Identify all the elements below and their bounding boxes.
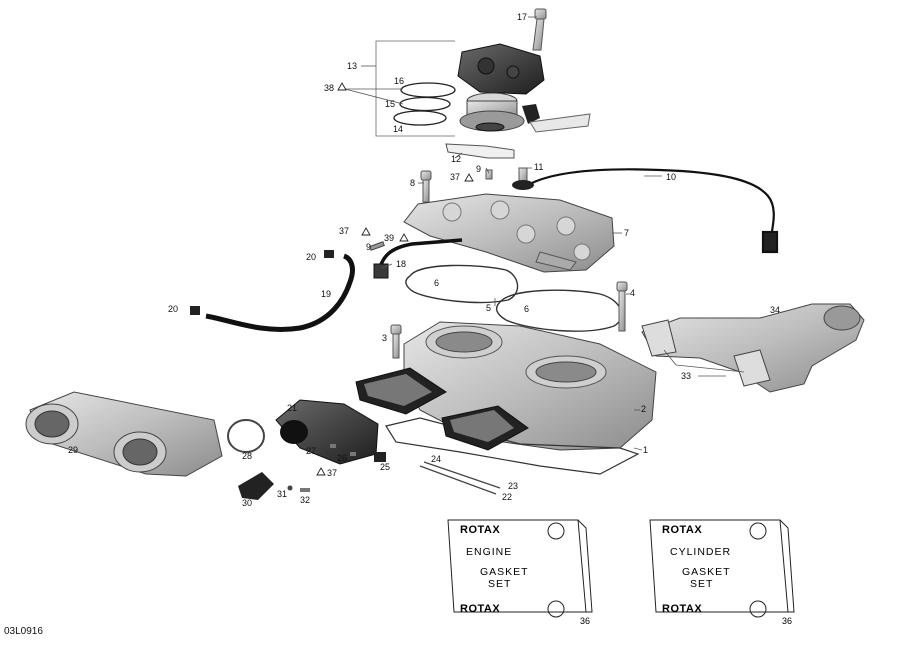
kit-line: CYLINDER xyxy=(670,546,732,558)
kit-line: SET xyxy=(488,578,512,590)
part-intake-21 xyxy=(275,399,379,465)
kit-brand: ROTAX xyxy=(662,603,703,615)
kit-line: ENGINE xyxy=(466,546,513,558)
leader-lines xyxy=(344,16,745,451)
callout-38: 38 xyxy=(324,83,334,93)
callout-21: 21 xyxy=(287,403,297,413)
part-sensor-30 xyxy=(238,444,386,500)
callout-13: 13 xyxy=(347,61,357,71)
callout-4: 4 xyxy=(630,288,635,298)
callout-14: 14 xyxy=(393,124,403,134)
callout-34: 34 xyxy=(770,305,780,315)
kit-line: GASKET xyxy=(682,566,731,578)
part-cable-10 xyxy=(531,168,779,254)
callout-36: 36 xyxy=(580,616,591,626)
part-head-gaskets-6 xyxy=(405,264,623,332)
part-valve-housing xyxy=(459,92,591,133)
callout-10: 10 xyxy=(666,172,676,182)
diagram-reference-code: 03L0916 xyxy=(4,626,43,637)
callout-23: 23 xyxy=(508,481,518,491)
gasket-kit-boxes xyxy=(447,519,795,618)
part-cover-13 xyxy=(457,43,545,95)
callout-24: 24 xyxy=(431,454,441,464)
callout-18: 18 xyxy=(396,259,406,269)
callout-2: 2 xyxy=(641,404,646,414)
callout-1: 1 xyxy=(643,445,648,455)
callout-27: 27 xyxy=(306,446,316,456)
callout-28: 28 xyxy=(242,451,252,461)
callout-33: 33 xyxy=(681,371,691,381)
part-throttle-body-29 xyxy=(25,391,223,477)
part-o-rings xyxy=(393,82,456,126)
kit-line: GASKET xyxy=(480,566,529,578)
callout-17: 17 xyxy=(517,12,527,22)
callout-25: 25 xyxy=(380,462,390,472)
callout-15: 15 xyxy=(385,99,395,109)
callout-9: 9 xyxy=(476,164,481,174)
callout-19: 19 xyxy=(321,289,331,299)
callout-32: 32 xyxy=(300,495,310,505)
kit-brand: ROTAX xyxy=(662,524,703,536)
part-bolt-8 xyxy=(420,170,432,203)
callout-22: 22 xyxy=(502,492,512,502)
part-sensor-11 xyxy=(485,167,534,190)
kit-brand: ROTAX xyxy=(460,524,501,536)
callout-6: 6 xyxy=(524,304,529,314)
callout-9: 9 xyxy=(366,242,371,252)
part-gasket-12 xyxy=(445,143,515,159)
callout-8: 8 xyxy=(410,178,415,188)
callout-36: 36 xyxy=(782,616,793,626)
kit-line: SET xyxy=(690,578,714,590)
callout-39: 39 xyxy=(384,233,394,243)
callout-37: 37 xyxy=(327,468,337,478)
callout-26: 26 xyxy=(337,453,347,463)
part-exhaust-manifold-34 xyxy=(641,303,865,393)
part-hose-19 xyxy=(190,250,355,332)
callout-labels: 17 13 16 38 15 14 12 9 11 37 8 10 37 39 … xyxy=(68,12,780,508)
callout-29: 29 xyxy=(68,445,78,455)
callout-12: 12 xyxy=(451,154,461,164)
callout-20: 20 xyxy=(306,252,316,262)
callout-3: 3 xyxy=(382,333,387,343)
callout-7: 7 xyxy=(624,228,629,238)
callout-31: 31 xyxy=(277,489,287,499)
kit-brand: ROTAX xyxy=(460,603,501,615)
part-cylinder-block-2 xyxy=(403,321,657,451)
callout-37: 37 xyxy=(339,226,349,236)
part-clamp-28 xyxy=(227,419,265,453)
part-rods-22-24 xyxy=(419,461,501,495)
callout-6: 6 xyxy=(434,278,439,288)
callout-37: 37 xyxy=(450,172,460,182)
callout-5: 5 xyxy=(486,303,491,313)
callout-16: 16 xyxy=(394,76,404,86)
callout-11: 11 xyxy=(534,162,543,172)
part-stud-bolts xyxy=(390,281,628,359)
part-cylinder-head-7 xyxy=(403,193,615,273)
callout-20: 20 xyxy=(168,304,178,314)
callout-30: 30 xyxy=(242,498,252,508)
part-hose-18 xyxy=(369,238,463,279)
assembly-bracket-13 xyxy=(375,40,455,137)
caution-icons xyxy=(316,82,474,476)
part-reed-valves xyxy=(355,367,529,451)
part-bolt-17 xyxy=(532,8,547,51)
